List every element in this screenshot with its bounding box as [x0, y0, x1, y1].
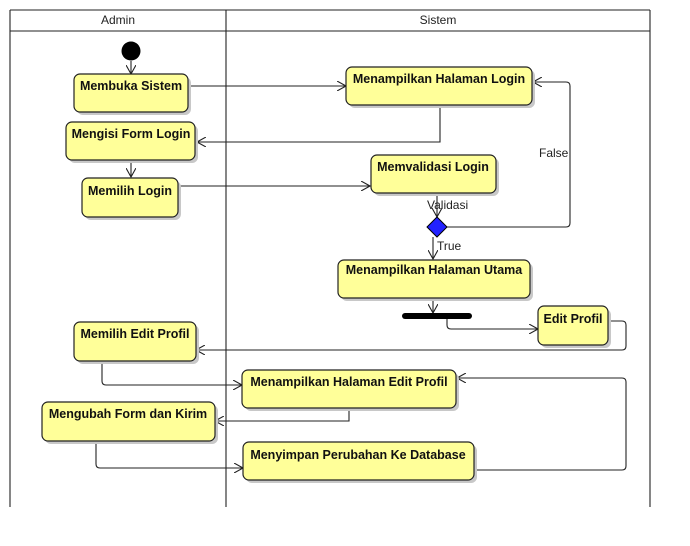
activity-edit-profil: Edit Profil — [537, 305, 611, 348]
activity-label: Menyimpan Perubahan Ke Database — [250, 448, 465, 462]
activity-membuka-sistem: Membuka Sistem — [73, 73, 191, 115]
activity-memilih-edit-profil: Memilih Edit Profil — [73, 321, 199, 364]
lane-title-sistem: Sistem — [420, 13, 457, 27]
activity-menyimpan-perubahan: Menyimpan Perubahan Ke Database — [242, 441, 477, 483]
activity-mengisi-form-login: Mengisi Form Login — [65, 121, 198, 163]
fork-bar — [402, 313, 472, 319]
activity-label: Membuka Sistem — [80, 79, 182, 93]
decision-false-label: False — [539, 146, 569, 160]
initial-node — [121, 41, 141, 61]
activity-label: Mengubah Form dan Kirim — [49, 407, 207, 421]
activity-label: Memilih Login — [88, 184, 172, 198]
activity-label: Menampilkan Halaman Utama — [346, 263, 523, 277]
activity-menampilkan-edit-profil: Menampilkan Halaman Edit Profil — [241, 369, 459, 411]
connectors — [95, 61, 627, 470]
activity-menampilkan-utama: Menampilkan Halaman Utama — [337, 259, 533, 301]
activity-mengubah-form: Mengubah Form dan Kirim — [41, 401, 218, 444]
decision-label: Validasi — [427, 198, 468, 212]
activity-label: Mengisi Form Login — [72, 127, 191, 141]
activity-label: Memilih Edit Profil — [80, 327, 189, 341]
activity-label: Menampilkan Halaman Login — [353, 72, 525, 86]
activity-label: Memvalidasi Login — [377, 160, 489, 174]
activity-menampilkan-login: Menampilkan Halaman Login — [345, 66, 535, 108]
activity-label: Menampilkan Halaman Edit Profil — [250, 375, 447, 389]
activity-label: Edit Profil — [543, 312, 602, 326]
activity-memilih-login: Memilih Login — [81, 177, 181, 220]
swimlane-frame — [9, 9, 651, 507]
decision-true-label: True — [437, 239, 462, 253]
activity-memvalidasi-login: Memvalidasi Login — [370, 154, 499, 196]
decision-node — [426, 216, 448, 238]
lane-title-admin: Admin — [101, 13, 135, 27]
